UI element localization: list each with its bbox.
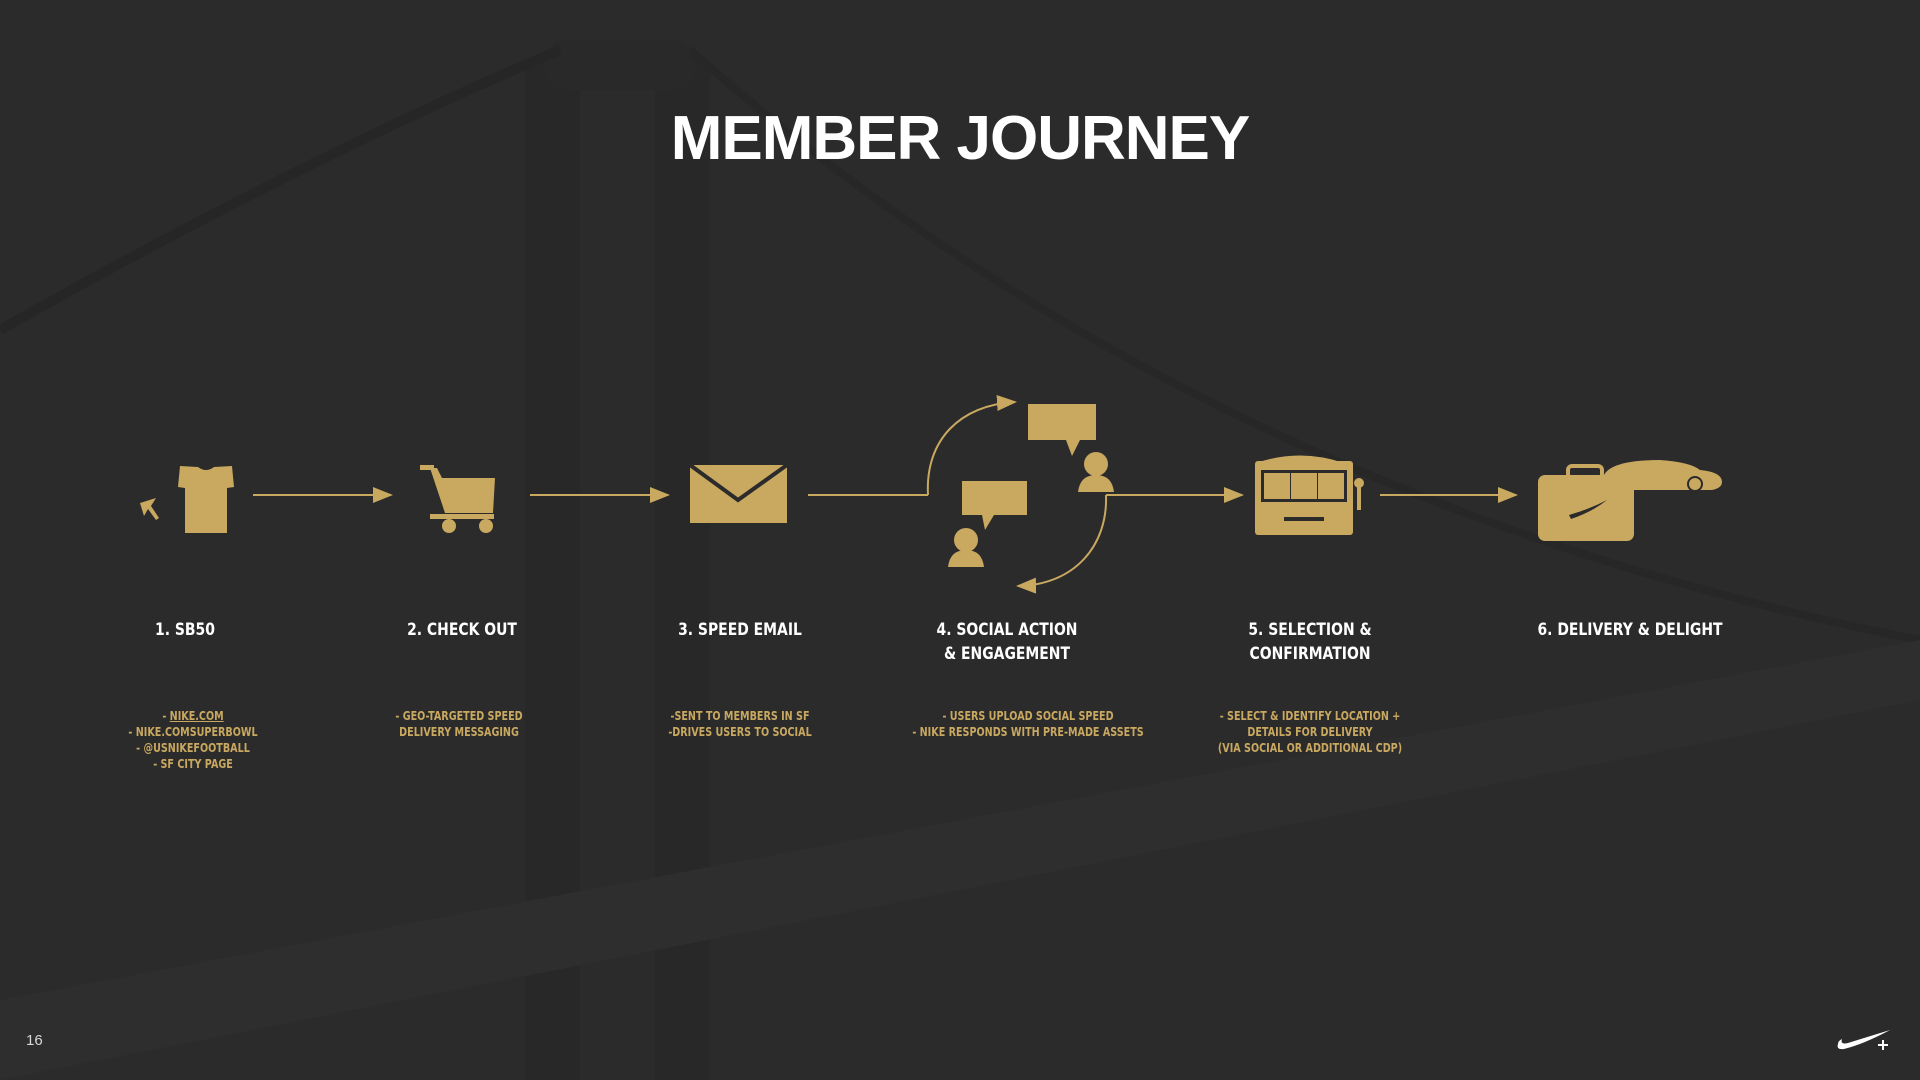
desc-line: -DRIVES USERS TO SOCIAL [668,725,812,739]
desc-line: DELIVERY MESSAGING [399,725,519,739]
desc-line: - SF CITY PAGE [153,757,233,771]
step-5-title: 5. SELECTION & CONFIRMATION [1248,620,1372,664]
step-2-description: - GEO-TARGETED SPEED DELIVERY MESSAGING [339,708,579,740]
shopping-cart-icon [420,465,495,533]
page-title: MEMBER JOURNEY [670,104,1251,173]
desc-line: - NIKE.COM [162,709,224,723]
step-4-title: 4. SOCIAL ACTION & ENGAGEMENT [936,620,1078,664]
step-4-description: - USERS UPLOAD SOCIAL SPEED - NIKE RESPO… [908,708,1148,740]
bag-and-car-icon [1538,460,1722,541]
step-1-title: 1. SB50 [155,620,215,640]
slot-machine-icon [1255,455,1364,535]
desc-line: -SENT TO MEMBERS IN SF [670,709,810,723]
shirt-cursor-icon [140,466,234,533]
step-3-description: -SENT TO MEMBERS IN SF -DRIVES USERS TO … [620,708,860,740]
page-number: 16 [26,1032,43,1049]
step-5-description: - SELECT & IDENTIFY LOCATION + DETAILS F… [1190,708,1430,756]
nike-com-link[interactable]: NIKE.COM [169,709,224,723]
desc-line: - GEO-TARGETED SPEED [395,709,523,723]
step-1-description: - NIKE.COM - NIKE.COMSUPERBOWL - @USNIKE… [73,708,313,772]
desc-line: - USERS UPLOAD SOCIAL SPEED [942,709,1114,723]
desc-line: (VIA SOCIAL OR ADDITIONAL CDP) [1217,741,1403,755]
desc-line: DETAILS FOR DELIVERY [1247,725,1373,739]
nike-plus-logo [1837,1030,1890,1050]
step-2-title: 2. CHECK OUT [407,620,517,640]
desc-line: - NIKE RESPONDS WITH PRE-MADE ASSETS [912,725,1144,739]
desc-line: - SELECT & IDENTIFY LOCATION + [1219,709,1401,723]
desc-line: - NIKE.COMSUPERBOWL [128,725,258,739]
step-3-title: 3. SPEED EMAIL [678,620,802,640]
envelope-icon [688,463,789,523]
arrow-4-curve-top [926,395,1017,496]
social-conversation-icon [948,404,1114,567]
arrow-4-curve-bottom [1016,494,1108,594]
step-6-title: 6. DELIVERY & DELIGHT [1537,620,1723,640]
desc-line: - @USNIKEFOOTBALL [136,741,250,755]
